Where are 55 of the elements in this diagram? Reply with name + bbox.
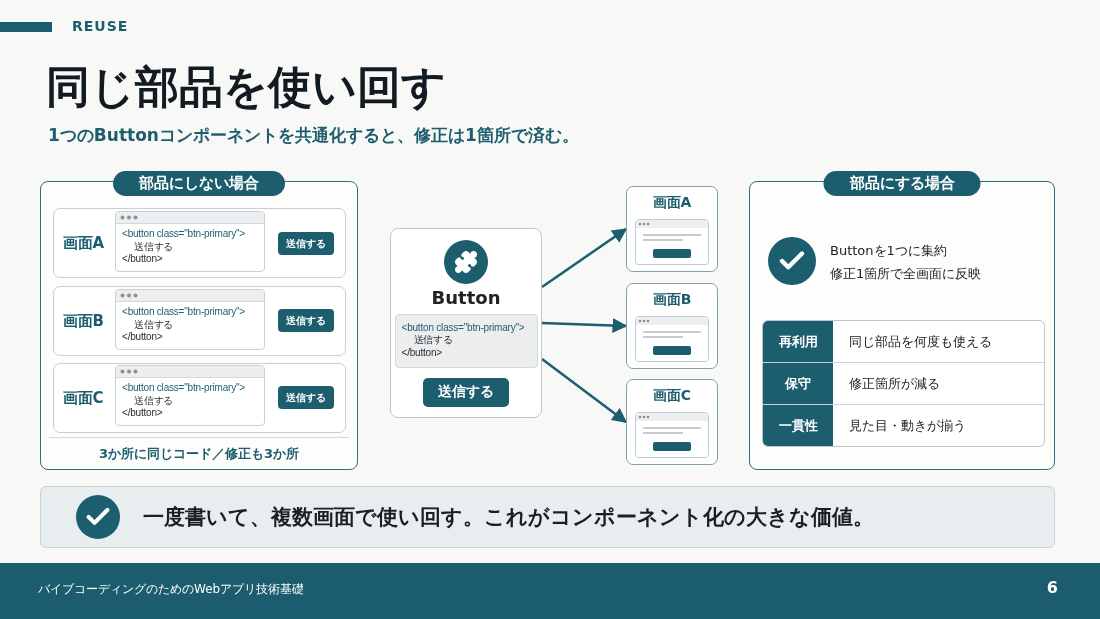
screen-title: 画面B [651,291,693,309]
summary-text: 一度書いて、複数画面で使い回す。これがコンポーネント化の大きな価値。 [143,504,874,531]
code-line: 送信する [133,240,175,253]
table-cell-text: 修正箇所が減る [848,374,941,393]
arrow [541,318,628,333]
code-line: 送信する [412,334,454,347]
code-window [115,211,265,272]
code-line: 送信する [133,394,175,407]
table-cell-text: 同じ部品を何度も使える [848,332,993,351]
screen-row [52,362,346,433]
table-header-cell: 一貫性 [763,405,833,446]
screen-label: 画面C [62,388,104,407]
code-block [394,313,538,368]
screen-row [52,207,346,278]
code-line: <button class="btn-primary"> [401,321,526,334]
screen-label: 画面A [62,233,105,252]
screen-row [52,285,346,356]
code-window [115,289,265,350]
component-name: Button [430,287,502,308]
section-tag: REUSE [72,18,129,34]
code-line: <button class="btn-primary"> [122,382,246,395]
panel-note: 3か所に同じコード／修正も3か所 [97,445,301,463]
code-line: </button> [122,331,164,344]
send-button: 送信する [278,232,334,255]
benefit-text: 修正1箇所で全画面に反映 [830,265,982,283]
screen-card [626,379,718,465]
benefit-text: Buttonを1つに集約 [830,242,947,260]
send-button: 送信する [422,377,509,407]
page-number: 6 [1046,578,1058,597]
screen-card [626,283,718,369]
heading-pill: 部品にしない場合 [113,171,285,196]
screen-card [626,186,718,272]
code-line: <button class="btn-primary"> [122,306,246,319]
code-line: 送信する [133,318,175,331]
screen-title: 画面A [651,194,693,212]
arrow [541,358,628,423]
arrow [541,227,628,289]
screen-title: 画面C [651,387,693,405]
code-window [115,365,265,426]
subtitle: 1つのButtonコンポーネントを共通化すると、修正は1箇所で済む。 [48,124,579,147]
table-cell-text: 見た目・動きが揃う [848,416,967,435]
code-line: <button class="btn-primary"> [122,228,246,241]
code-line: </button> [401,346,443,359]
send-button: 送信する [278,309,334,332]
summary-banner [40,486,1055,548]
slide-title: 同じ部品を使い回す [46,60,446,114]
screen-label: 画面B [62,311,104,330]
code-line: </button> [122,407,164,420]
table-header-cell: 再利用 [763,321,833,362]
table-header-cell: 保守 [763,363,833,404]
send-button: 送信する [278,386,334,409]
course-title: バイブコーディングのためのWebアプリ技術基礎 [38,581,305,598]
heading-pill: 部品にする場合 [823,171,981,196]
code-line: </button> [122,253,164,266]
component-card [390,228,542,418]
